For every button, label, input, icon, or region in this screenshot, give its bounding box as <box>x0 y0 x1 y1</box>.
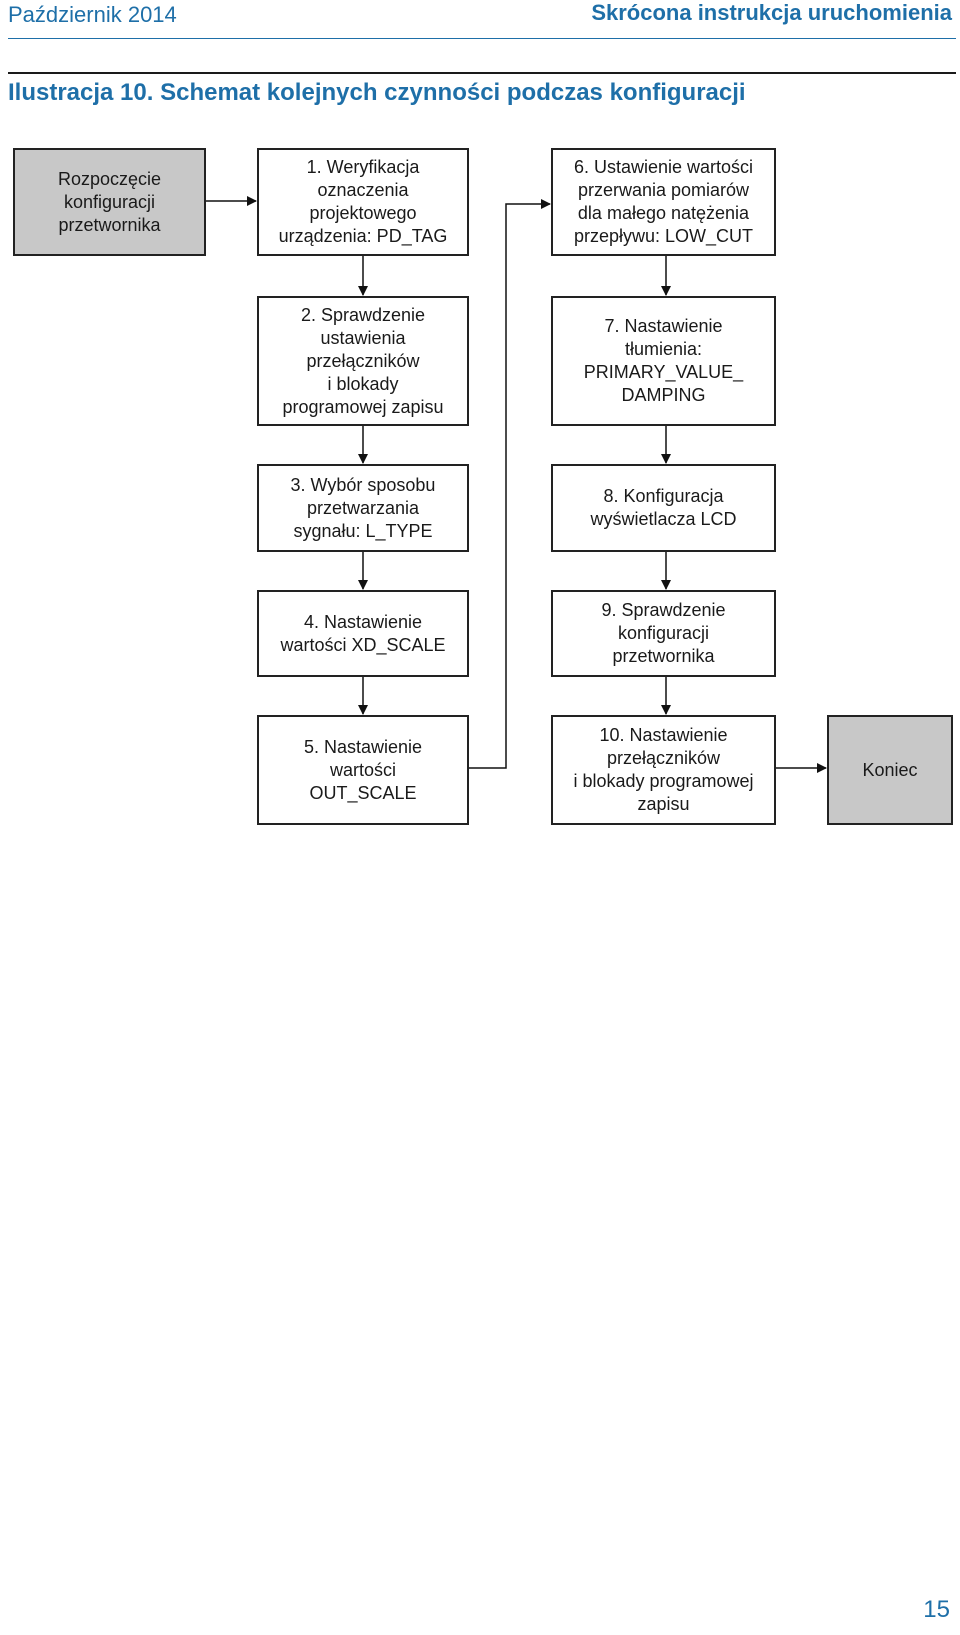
figure-title-rule <box>8 72 956 74</box>
header-date: Październik 2014 <box>8 2 177 27</box>
step-5-box: 5. Nastawienie wartości OUT_SCALE <box>257 715 469 825</box>
step-9-box: 9. Sprawdzenie konfiguracji przetwornika <box>551 590 776 677</box>
header-divider <box>8 38 956 39</box>
step-8-box: 8. Konfiguracja wyświetlacza LCD <box>551 464 776 552</box>
arrow-s5-to-s6 <box>467 199 551 769</box>
page-number: 15 <box>923 1596 950 1623</box>
step-2-box: 2. Sprawdzenie ustawienia przełączników … <box>257 296 469 426</box>
step-7-box: 7. Nastawienie tłumienia: PRIMARY_VALUE_… <box>551 296 776 426</box>
start-box: Rozpoczęcie konfiguracji przetwornika <box>13 148 206 256</box>
step-4-box: 4. Nastawienie wartości XD_SCALE <box>257 590 469 677</box>
step-10-box: 10. Nastawienie przełączników i blokady … <box>551 715 776 825</box>
end-box: Koniec <box>827 715 953 825</box>
header-doc-title: Skrócona instrukcja uruchomienia <box>591 0 952 25</box>
step-6-box: 6. Ustawienie wartości przerwania pomiar… <box>551 148 776 256</box>
step-3-box: 3. Wybór sposobu przetwarzania sygnału: … <box>257 464 469 552</box>
figure-title: Ilustracja 10. Schemat kolejnych czynnoś… <box>8 79 746 106</box>
step-1-box: 1. Weryfikacja oznaczenia projektowego u… <box>257 148 469 256</box>
